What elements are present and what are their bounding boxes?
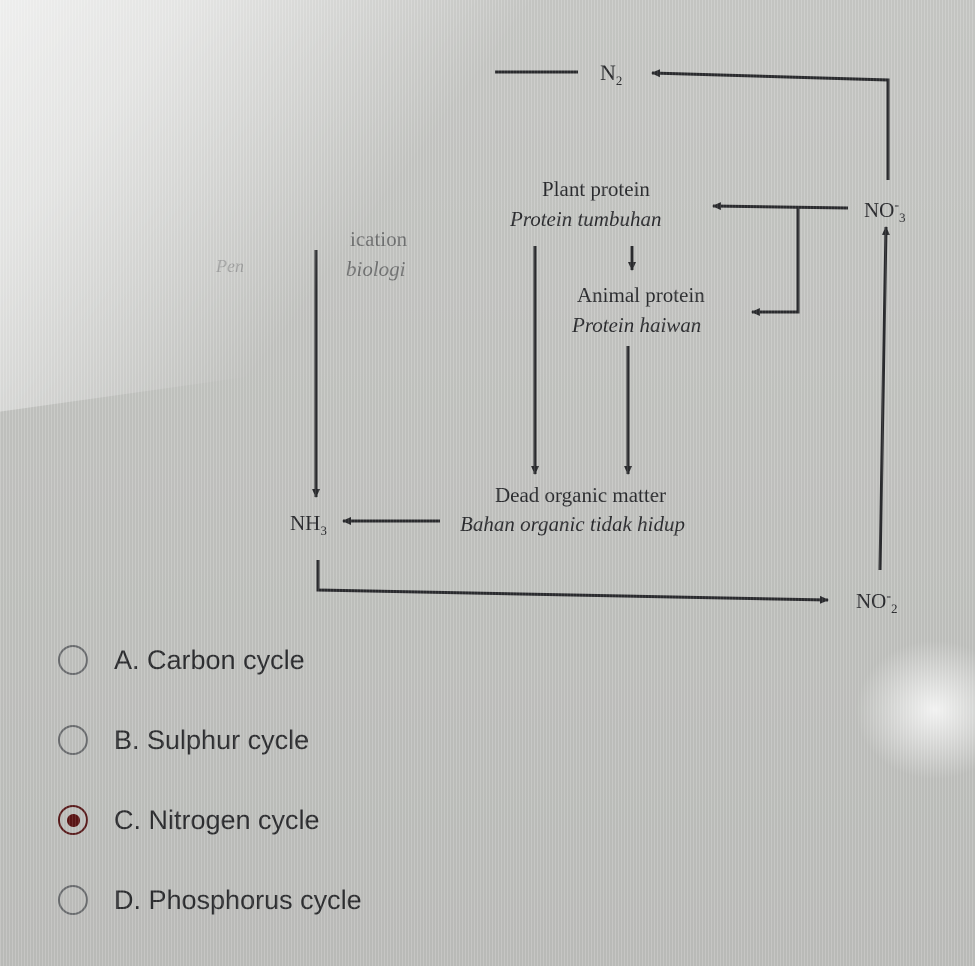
- nh3-label: NH3: [290, 511, 327, 538]
- no2-to-no3-arrow: [878, 226, 890, 571]
- no3-to-n2-arrow: [651, 69, 890, 180]
- fixation-fragment: ication: [350, 227, 408, 251]
- radio-d[interactable]: [58, 885, 88, 915]
- radio-selected-dot: [66, 813, 80, 827]
- no2-label: NO-2: [856, 589, 898, 616]
- option-c-label: C. Nitrogen cycle: [114, 804, 320, 835]
- dead-organic-matter-malay-label: Bahan organic tidak hidup: [460, 512, 685, 536]
- n2-label: N2: [600, 60, 622, 88]
- nitrogen-cycle-diagram: N2 Plant protein Protein tumbuhan NO-3 i…: [215, 60, 906, 616]
- animal-protein-label: Animal protein: [577, 283, 705, 307]
- option-c[interactable]: C. Nitrogen cycle: [58, 800, 362, 840]
- radio-b[interactable]: [58, 725, 88, 755]
- option-d-label: D. Phosphorus cycle: [114, 884, 362, 915]
- no3-label: NO-3: [864, 198, 906, 225]
- plant-protein-label: Plant protein: [542, 177, 650, 201]
- option-b[interactable]: B. Sulphur cycle: [58, 720, 362, 760]
- answer-options: A. Carbon cycle B. Sulphur cycle C. Nitr…: [58, 640, 362, 960]
- no3-to-plant-arrow: [712, 202, 849, 211]
- radio-c[interactable]: [58, 805, 88, 835]
- nh3-to-no2-arrow: [316, 560, 829, 604]
- radio-a[interactable]: [58, 645, 88, 675]
- animal-protein-malay-label: Protein haiwan: [571, 313, 701, 337]
- pen-fragment: Pen: [215, 256, 244, 276]
- plant-protein-malay-label: Protein tumbuhan: [509, 207, 661, 231]
- branch-to-animal-arrow: [751, 208, 800, 316]
- option-a-label: A. Carbon cycle: [114, 644, 305, 675]
- glare-overlay-right: [855, 640, 975, 780]
- option-d[interactable]: D. Phosphorus cycle: [58, 880, 362, 920]
- option-a[interactable]: A. Carbon cycle: [58, 640, 362, 680]
- dead-organic-matter-label: Dead organic matter: [495, 483, 666, 507]
- biologi-fragment: biologi: [346, 257, 406, 281]
- option-b-label: B. Sulphur cycle: [114, 724, 310, 755]
